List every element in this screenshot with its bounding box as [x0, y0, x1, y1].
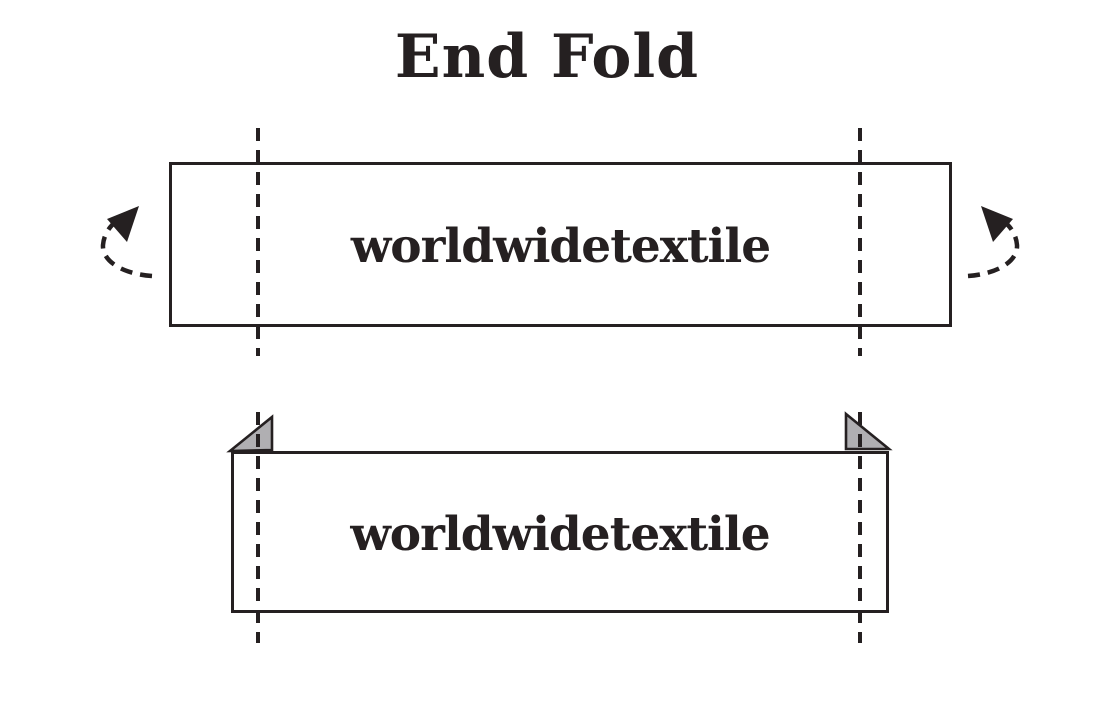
unfolded-label-outline: worldwidetextile [169, 162, 952, 327]
fold-arrow-right-icon [967, 206, 1020, 279]
fold-line-unfolded-left [256, 128, 260, 356]
fold-arrow-left-icon [100, 206, 153, 279]
fold-line-unfolded-right [858, 128, 862, 356]
page-title: End Fold [394, 22, 700, 92]
unfolded-label-text: worldwidetextile [350, 219, 771, 274]
folded-label-outline: worldwidetextile [231, 451, 889, 613]
fold-line-folded-right [858, 412, 862, 643]
folded-label-text: worldwidetextile [350, 506, 770, 562]
folded-corner-tab-right-icon [844, 411, 893, 451]
fold-line-folded-left [256, 412, 260, 643]
folded-corner-tab-left-icon [226, 414, 274, 453]
